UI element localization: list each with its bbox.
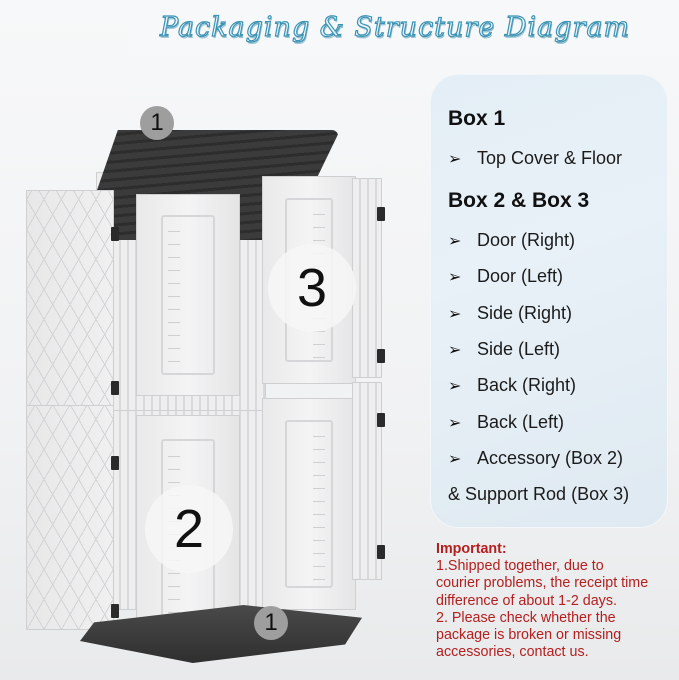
arrowhead-bullet-icon: ➢ — [448, 151, 462, 168]
notice-line: package is broken or missing — [436, 627, 622, 644]
list-item-continuation: & Support Rod (Box 3) — [448, 484, 630, 504]
notice-label: Important: — [436, 541, 507, 557]
arrowhead-bullet-icon: ➢ — [448, 233, 462, 250]
list-item: ➢Side (Left) — [448, 339, 561, 359]
door-inset — [161, 215, 215, 375]
notice-line: difference of about 1-2 days. — [436, 592, 617, 609]
diamond-pattern — [312, 424, 325, 584]
hinge-icon — [111, 604, 119, 618]
list-item: ➢Accessory (Box 2) — [448, 448, 624, 468]
hinge-icon — [111, 381, 119, 395]
list-item: ➢Side (Right) — [448, 303, 573, 323]
list-item: ➢Top Cover & Floor — [448, 148, 623, 168]
arrowhead-bullet-icon: ➢ — [448, 269, 462, 286]
important-notice: Important: 1.Shipped together, due to co… — [436, 541, 676, 661]
list-item: ➢Back (Left) — [448, 412, 565, 432]
door-inset — [285, 420, 333, 588]
hinge-icon — [377, 207, 385, 221]
badge-floor: 1 — [254, 606, 288, 640]
exploded-shed-illustration: 1 3 2 1 — [0, 60, 420, 680]
hinge-icon — [111, 227, 119, 241]
notice-line: accessories, contact us. — [436, 644, 589, 661]
door-right-lower — [262, 398, 356, 610]
arrowhead-bullet-icon: ➢ — [448, 415, 462, 432]
diamond-pattern — [167, 219, 180, 371]
hinge-icon — [377, 545, 385, 559]
parts-list-panel: Box 1 ➢Top Cover & Floor Box 2 & Box 3 ➢… — [430, 74, 668, 528]
arrowhead-bullet-icon: ➢ — [448, 306, 462, 323]
badge-box-3: 3 — [268, 244, 356, 332]
side-left-lower — [26, 405, 119, 630]
side-left-upper — [26, 190, 119, 410]
side-right-upper — [352, 178, 385, 378]
hinge-icon — [377, 349, 385, 363]
badge-box-2: 2 — [145, 485, 233, 573]
badge-top-cover: 1 — [140, 106, 174, 140]
arrowhead-bullet-icon: ➢ — [448, 342, 462, 359]
list-item: ➢Door (Right) — [448, 230, 576, 250]
box1-heading: Box 1 — [448, 107, 506, 130]
hinge-icon — [111, 456, 119, 470]
notice-line: courier problems, the receipt time — [436, 575, 649, 592]
arrowhead-bullet-icon: ➢ — [448, 451, 462, 468]
hinge-icon — [377, 413, 385, 427]
list-item: ➢Back (Right) — [448, 375, 577, 395]
page-title: Packaging & Structure Diagram — [159, 11, 631, 43]
door-left-upper — [136, 194, 240, 396]
list-item: ➢Door (Left) — [448, 266, 564, 286]
floor-part — [80, 605, 362, 663]
notice-line: 2. Please check whether the — [436, 609, 616, 626]
arrowhead-bullet-icon: ➢ — [448, 378, 462, 395]
title-band — [128, 6, 679, 56]
side-right-lower — [352, 382, 385, 580]
box2-3-heading: Box 2 & Box 3 — [448, 189, 590, 212]
notice-line: 1.Shipped together, due to — [436, 558, 604, 575]
